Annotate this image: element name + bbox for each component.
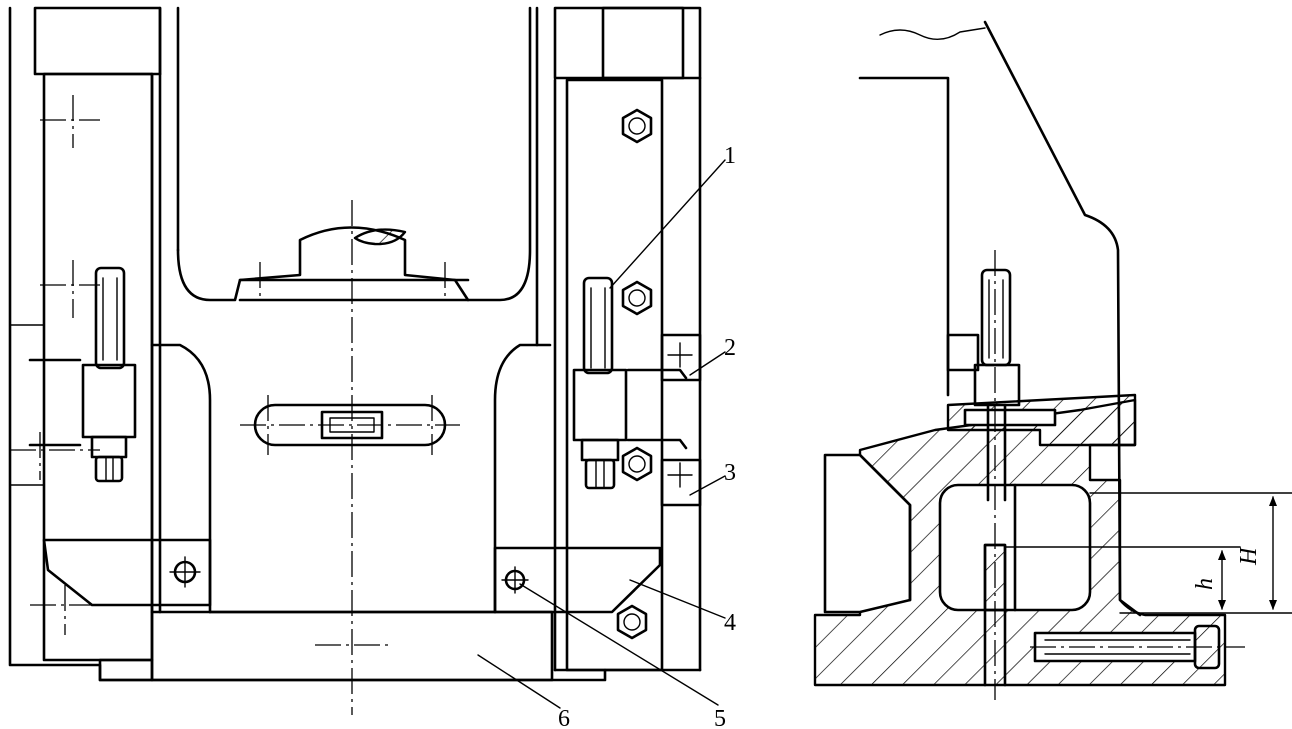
right-adjusting-screw xyxy=(572,276,628,490)
left-adjusting-screw xyxy=(81,266,137,483)
base-plate xyxy=(98,610,554,682)
hex-bolt-bottom xyxy=(616,604,648,640)
label-part-5: 5 xyxy=(714,706,726,729)
label-part-1: 1 xyxy=(724,143,736,169)
slider-body xyxy=(150,6,552,715)
side-section-view: H h xyxy=(813,20,1292,700)
front-view: 1 2 3 4 5 6 xyxy=(8,6,736,729)
dimension-H-label: H xyxy=(1236,546,1262,566)
hex-bolt-lower xyxy=(621,446,653,482)
dimension-lines xyxy=(1004,492,1292,614)
left-wedge xyxy=(42,538,212,607)
leader-lines xyxy=(477,159,726,709)
right-wedge xyxy=(493,546,662,640)
hex-bolt-middle xyxy=(621,280,653,316)
label-part-3: 3 xyxy=(724,460,736,486)
label-part-2: 2 xyxy=(724,335,736,361)
left-column xyxy=(8,6,607,682)
label-part-6: 6 xyxy=(558,706,570,729)
hex-bolt-top xyxy=(621,108,653,144)
label-part-4: 4 xyxy=(724,610,736,636)
dimension-h-label: h xyxy=(1192,578,1218,590)
right-column xyxy=(535,6,702,672)
